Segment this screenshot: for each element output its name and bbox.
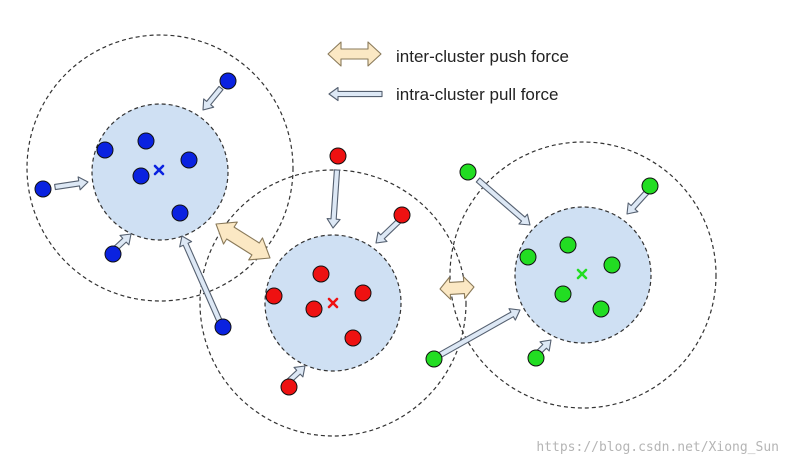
- green-data-point: [592, 300, 610, 318]
- legend: inter-cluster push force intra-cluster p…: [327, 41, 569, 104]
- pull-arrows: [54, 85, 650, 384]
- green-data-point: [641, 177, 659, 195]
- blue-red-push-arrow: [215, 221, 271, 261]
- blue-pull-arrow: [112, 233, 132, 252]
- red-data-point: [329, 147, 347, 165]
- watermark: https://blog.csdn.net/Xiong_Sun: [536, 440, 779, 455]
- blue-data-point: [219, 72, 237, 90]
- red-data-point: [354, 284, 372, 302]
- red-data-point: [280, 378, 298, 396]
- blue-data-point: [104, 245, 122, 263]
- red-data-point: [305, 300, 323, 318]
- centroids: [153, 164, 588, 309]
- green-data-point: [459, 163, 477, 181]
- blue-data-point: [132, 167, 150, 185]
- red-data-point: [265, 287, 283, 305]
- red-outer-boundary: [199, 169, 467, 437]
- red-centroid-x-mark-icon: [327, 297, 339, 309]
- green-pull-arrow: [475, 177, 531, 226]
- red-pull-arrow: [375, 218, 402, 244]
- legend-push-label: inter-cluster push force: [396, 47, 569, 66]
- single-arrow-icon: [328, 86, 383, 102]
- blue-data-point: [137, 132, 155, 150]
- green-data-point: [603, 256, 621, 274]
- green-outer-boundary: [449, 141, 717, 409]
- red-data-point: [312, 265, 330, 283]
- green-data-point: [425, 350, 443, 368]
- outer-boundaries: [26, 34, 717, 437]
- green-centroid-x-mark-icon: [576, 268, 588, 280]
- blue-outer-boundary: [26, 34, 294, 302]
- green-data-point: [554, 285, 572, 303]
- red-green-push-arrow: [439, 276, 475, 300]
- red-pull-arrow: [286, 365, 306, 384]
- blue-data-point: [171, 204, 189, 222]
- green-data-point: [559, 236, 577, 254]
- blue-data-point: [34, 180, 52, 198]
- red-data-point: [393, 206, 411, 224]
- red-pull-arrow: [326, 169, 341, 229]
- blue-data-point: [180, 151, 198, 169]
- blue-pull-arrow: [179, 235, 223, 324]
- green-pull-arrow: [438, 308, 521, 358]
- blue-data-point: [96, 141, 114, 159]
- blue-centroid-x-mark-icon: [153, 164, 165, 176]
- green-pull-arrow: [626, 189, 650, 215]
- data-points: [34, 72, 659, 396]
- blue-pull-arrow: [54, 176, 89, 191]
- red-data-point: [344, 329, 362, 347]
- green-data-point: [519, 248, 537, 266]
- double-headed-arrow-icon: [327, 41, 382, 67]
- push-arrows: [215, 221, 475, 300]
- legend-pull-label: intra-cluster pull force: [396, 85, 559, 104]
- blue-data-point: [214, 318, 232, 336]
- blue-pull-arrow: [202, 85, 224, 111]
- green-data-point: [527, 349, 545, 367]
